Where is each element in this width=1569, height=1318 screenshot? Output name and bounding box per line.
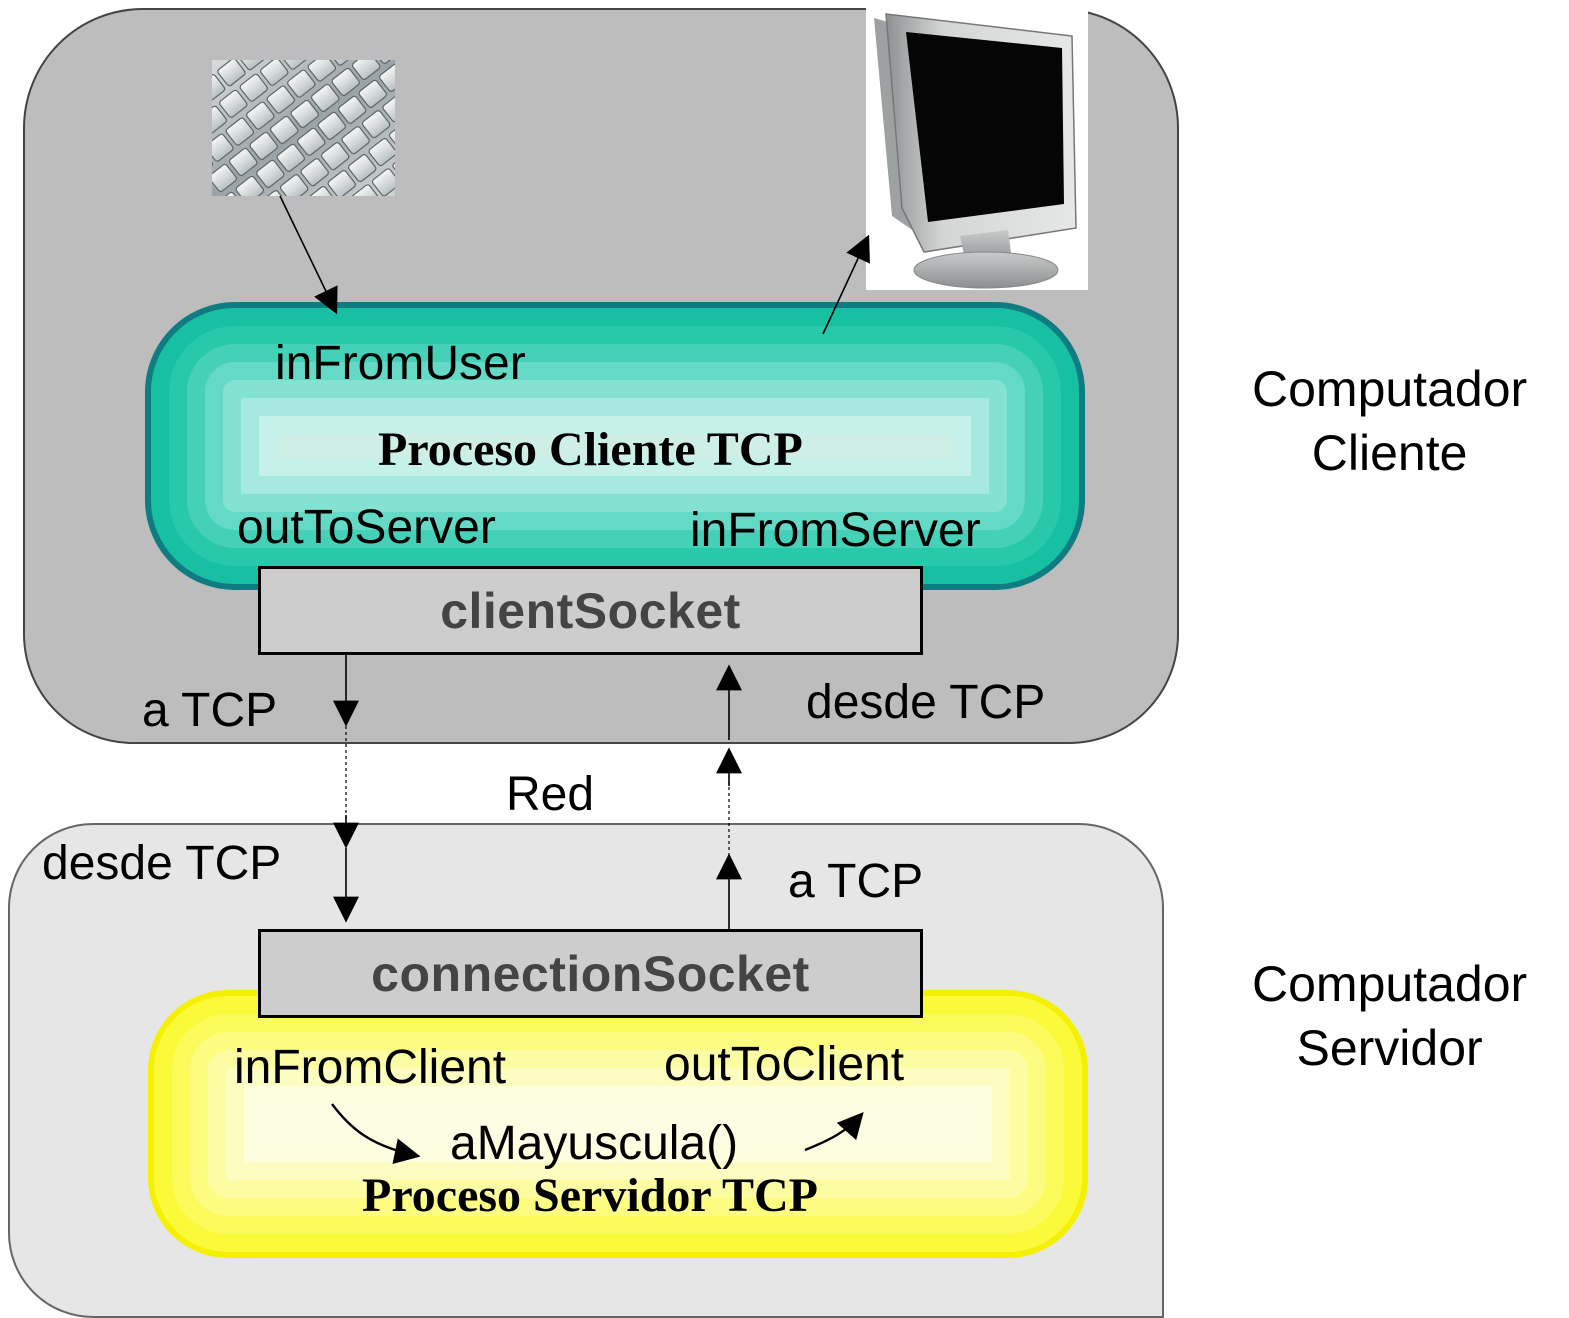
client-process-title: Proceso Cliente TCP — [378, 423, 803, 476]
client-socket: clientSocket — [258, 566, 923, 655]
in-from-server-label: inFromServer — [690, 504, 981, 557]
server-computer-label-line1: Computador — [1252, 956, 1528, 1012]
client-computer-label: Computador Cliente — [1252, 357, 1527, 485]
server-a-tcp-label: a TCP — [788, 855, 924, 908]
client-computer-label-line2: Cliente — [1311, 425, 1468, 481]
method-label: aMayuscula() — [450, 1117, 739, 1170]
client-process — [145, 302, 1085, 590]
in-from-client-label: inFromClient — [234, 1041, 507, 1094]
monitor-icon — [866, 8, 1088, 290]
out-to-server-label: outToServer — [237, 501, 496, 554]
in-from-user-label: inFromUser — [275, 337, 526, 390]
connection-socket: connectionSocket — [258, 929, 923, 1018]
keyboard-icon — [212, 60, 395, 196]
client-computer-label-line1: Computador — [1252, 361, 1528, 417]
server-computer-label: Computador Servidor — [1252, 952, 1527, 1080]
connection-socket-label: connectionSocket — [371, 945, 810, 1002]
client-a-tcp-label: a TCP — [142, 684, 278, 737]
client-socket-label: clientSocket — [440, 582, 741, 639]
server-computer-label-line2: Servidor — [1296, 1020, 1483, 1076]
server-process-title: Proceso Servidor TCP — [362, 1169, 818, 1222]
server-desde-tcp-label: desde TCP — [42, 837, 282, 890]
out-to-client-label: outToClient — [664, 1038, 905, 1091]
client-desde-tcp-label: desde TCP — [806, 676, 1046, 729]
network-label: Red — [506, 768, 595, 821]
